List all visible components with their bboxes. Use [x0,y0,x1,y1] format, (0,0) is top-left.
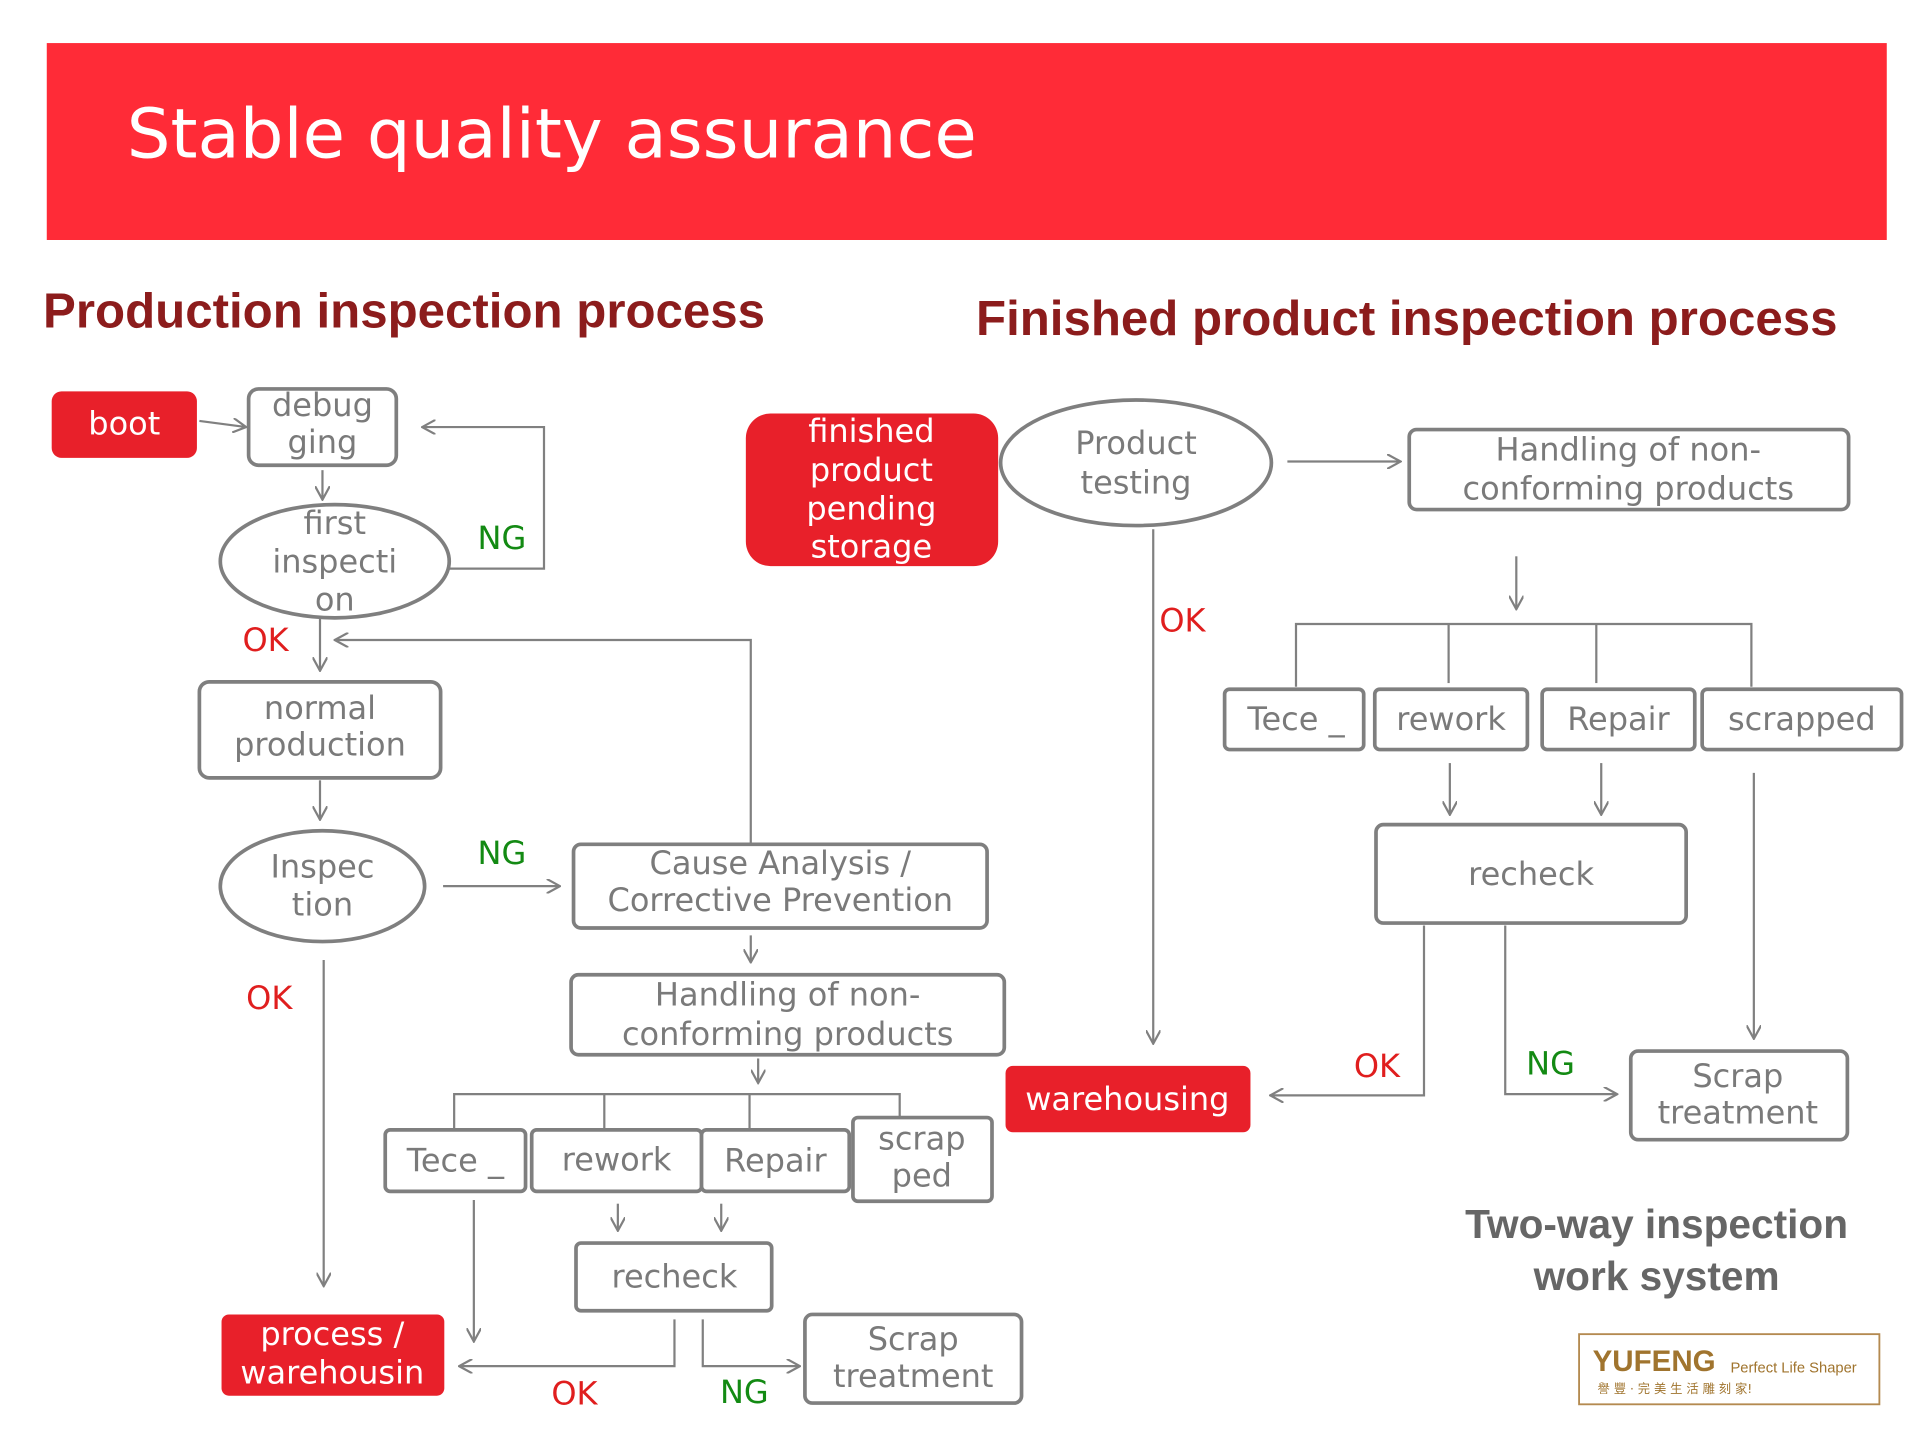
rework-label: rework [1396,700,1506,738]
banner: Stable quality assurance [46,43,1887,241]
normal-production-label: normal [264,689,376,727]
inspection-node: Inspec tion [218,828,427,944]
inspection-label: Inspec [270,848,374,886]
debugging-node: debug ging [246,386,399,468]
system-title: work system [1533,1253,1780,1299]
first-inspection-label: on [315,580,355,618]
inspection-label: tion [292,886,353,924]
first-inspection-node: first inspecti on [218,502,452,620]
first-inspection-label: inspecti [272,542,397,580]
cause-analysis-label: Cause Analysis / [650,844,912,882]
pending-storage-label: finished [808,412,934,450]
ng-label: NG [478,519,527,557]
boot-node: boot [51,391,197,458]
ng-label: NG [478,834,527,872]
first-inspection-label: first [304,504,367,542]
repair-node: Repair [699,1128,852,1194]
cause-analysis-node: Cause Analysis / Corrective Prevention [571,842,989,930]
pending-storage-label: storage [811,528,933,566]
rework-label: rework [562,1140,672,1178]
handling-label: conforming products [622,1015,953,1053]
scrapped-node: scrap ped [851,1115,994,1204]
handling-node: Handling of non- conforming products [569,972,1007,1057]
process-warehousing-label: process / [260,1315,404,1353]
scrap-treatment-label: Scrap [868,1320,959,1358]
normal-production-label: production [234,726,406,764]
debugging-label: ging [288,423,358,461]
product-testing-label: testing [1081,464,1192,502]
repair-label: Repair [724,1142,827,1180]
scrap-treatment-label: Scrap [1692,1057,1783,1095]
right-flow: finished product pending storage Product… [745,398,1904,1142]
tece-label: Tece _ [406,1142,505,1180]
ok-label: OK [246,979,293,1017]
rework-node: rework [529,1128,704,1194]
logo-brand: YUFENG [1593,1345,1716,1378]
normal-production-node: normal production [197,680,443,780]
warehousing-node: warehousing [1005,1065,1251,1133]
scrapped-node: scrapped [1700,687,1904,752]
recheck-node: recheck [574,1241,774,1313]
product-testing-node: Product testing [998,398,1274,528]
ok-label: OK [1159,601,1206,639]
yufeng-logo: YUFENG Perfect Life Shaper 譽 豐 · 完 美 生 活… [1578,1333,1881,1406]
left-heading: Production inspection process [43,283,765,338]
ng-label: NG [720,1373,769,1411]
boot-label: boot [88,404,160,442]
scrap-treatment-node: Scrap treatment [803,1312,1024,1405]
recheck-label: recheck [612,1257,738,1295]
pending-storage-label: pending [806,489,936,527]
process-warehousing-node: process / warehousin [221,1314,445,1396]
right-heading: Finished product inspection process [976,291,1837,346]
debugging-label: debug [272,386,373,424]
warehousing-label: warehousing [1025,1080,1229,1118]
process-warehousing-label: warehousin [240,1353,424,1391]
banner-title: Stable quality assurance [127,95,977,175]
ok-label: OK [551,1374,598,1412]
logo-chinese: 譽 豐 · 完 美 生 活 雕 刻 家! [1598,1381,1753,1396]
system-title: Two-way inspection [1465,1201,1848,1247]
pending-storage-node: finished product pending storage [745,412,999,567]
tece-node: Tece _ [383,1128,528,1194]
handling-node: Handling of non- conforming products [1407,427,1851,512]
ng-label: NG [1526,1044,1575,1082]
logo-tagline: Perfect Life Shaper [1730,1360,1856,1376]
recheck-node: recheck [1374,822,1688,925]
repair-node: Repair [1540,687,1697,752]
scrap-treatment-label: treatment [1658,1094,1819,1132]
tece-node: Tece _ [1222,687,1366,752]
repair-label: Repair [1567,700,1670,738]
recheck-label: recheck [1468,855,1594,893]
rework-node: rework [1372,687,1530,752]
product-testing-label: Product [1075,424,1197,462]
scrapped-label: scrap [878,1120,965,1158]
scrap-treatment-node: Scrap treatment [1628,1049,1850,1142]
left-flow: boot debug ging first inspecti on NG OK … [51,386,1024,1412]
ok-label: OK [242,621,289,659]
cause-analysis-label: Corrective Prevention [608,881,954,919]
pending-storage-label: product [810,451,933,489]
tece-label: Tece _ [1246,700,1345,738]
handling-label: conforming products [1463,470,1794,508]
ok-label: OK [1354,1047,1401,1085]
handling-label: Handling of non- [655,976,921,1014]
handling-label: Handling of non- [1496,430,1762,468]
scrapped-label: ped [892,1156,952,1194]
scrap-treatment-label: treatment [833,1357,994,1395]
scrapped-label: scrapped [1728,700,1876,738]
